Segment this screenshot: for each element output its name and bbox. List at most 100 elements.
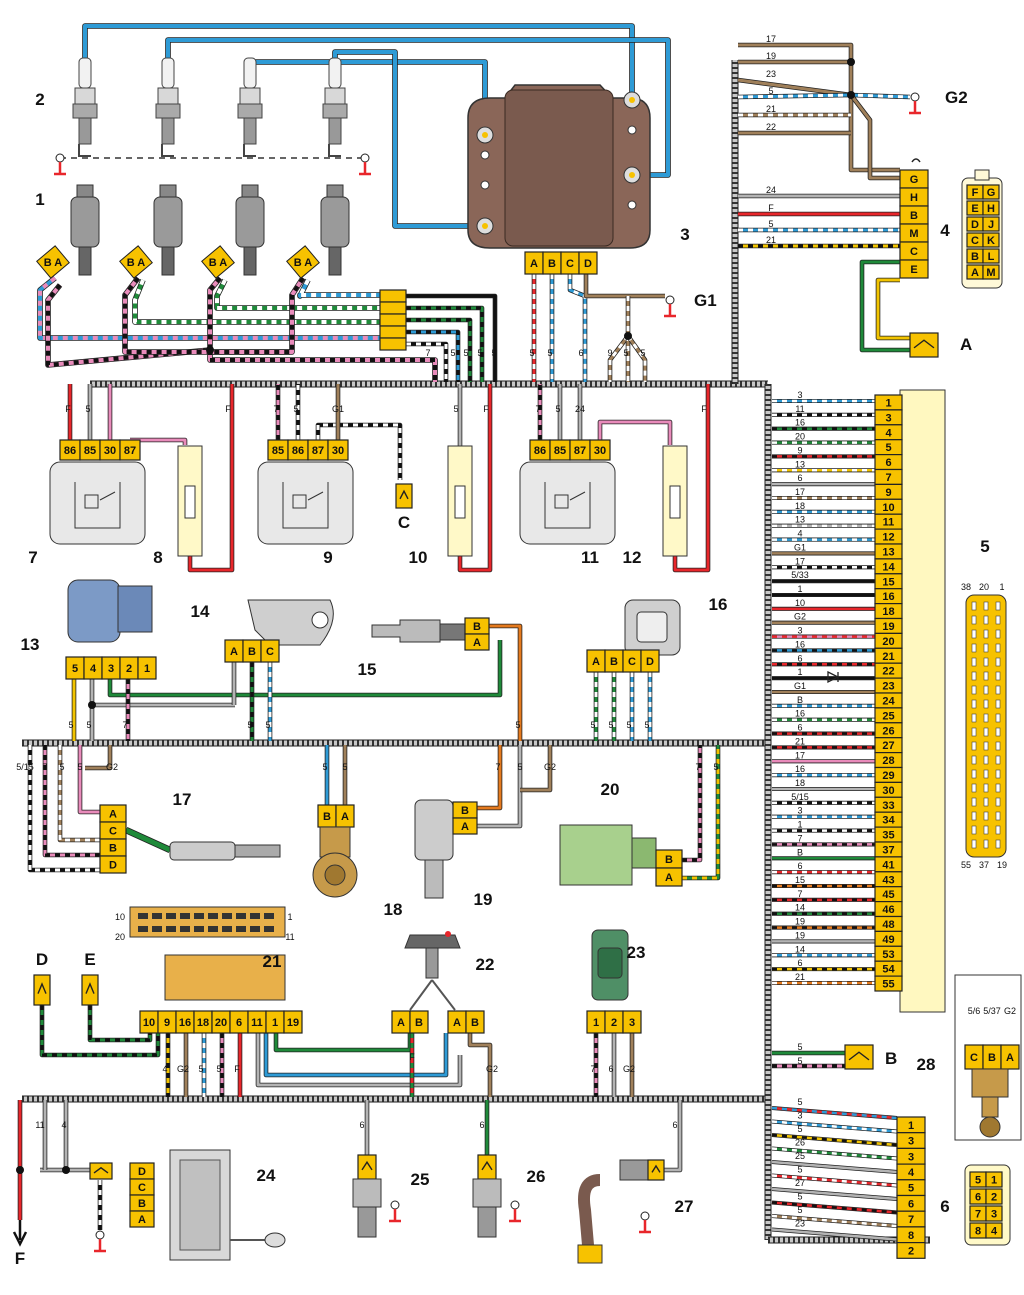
inj4-wire-stripe — [210, 276, 305, 354]
junction-dot — [624, 332, 632, 340]
ground-right-symbol — [359, 162, 371, 176]
inj4-wire-outline — [210, 276, 306, 355]
wire-label: 5/15 — [16, 762, 34, 772]
ecu-face-pin — [983, 685, 989, 695]
spark-plug-electrode — [78, 144, 91, 157]
inj-junction-0 — [379, 289, 407, 303]
sensor-28-body — [971, 1068, 1009, 1098]
ecu-face-pin — [971, 713, 977, 723]
component-number-21: 21 — [263, 952, 282, 971]
conn6-face-pin-label: 4 — [991, 1226, 998, 1238]
ecu-pin-label: 30 — [882, 785, 894, 797]
conn6-pin-6-label: 7 — [908, 1214, 914, 1226]
ecu-face-pin — [983, 629, 989, 639]
wire-label: F — [409, 1052, 415, 1062]
maf-sensor — [67, 579, 121, 643]
speed-pin-a-1-label: B — [415, 1017, 423, 1029]
junction-dot — [847, 58, 855, 66]
ecu-pin-label: 41 — [882, 859, 894, 871]
component-number-28: 28 — [917, 1055, 936, 1074]
maf-pin-1-label: 4 — [90, 663, 97, 675]
relay-7-pin-2-label: 30 — [104, 445, 116, 457]
diag-face-label: 20 — [115, 932, 125, 942]
sensor-26-connector-chevron — [481, 1160, 493, 1171]
sensor-15-pin-1-label: A — [473, 637, 481, 649]
wire-label: 11 — [795, 404, 804, 414]
junction-dot — [16, 1166, 24, 1174]
wire-label: B — [797, 847, 803, 857]
canister-valve — [559, 824, 633, 886]
sensor-15-pin-1 — [464, 633, 490, 651]
wire-label: F — [234, 1064, 240, 1074]
ecu-face-pin — [971, 685, 977, 695]
junction-dot — [847, 91, 855, 99]
c4-g-feed — [849, 94, 900, 180]
conn6-wire-4 — [771, 1160, 898, 1174]
sensor-27-connector-chevron — [651, 1164, 661, 1173]
component-number-14: 14 — [191, 602, 210, 621]
ecu-pin-label: 12 — [882, 532, 894, 544]
wire-label: 19 — [795, 930, 805, 940]
o2-w-a-outline — [27, 745, 100, 873]
spark-plug-ribs — [239, 87, 261, 105]
injector-connector-label: B A — [209, 257, 228, 269]
o2-w-a — [28, 745, 100, 872]
spark-plug-insulator — [161, 57, 175, 89]
inj4-wire — [210, 276, 305, 354]
wire-label: 7 — [122, 720, 127, 730]
ecu-face-bottom: 55 — [961, 860, 971, 870]
conn6-wire-3-stripe — [771, 1147, 898, 1160]
ecu-face-pin — [971, 811, 977, 821]
ecu-face-pin — [971, 741, 977, 751]
maf-pin-3-label: 2 — [126, 663, 132, 675]
component-number-24: 24 — [257, 1166, 276, 1185]
ground-G1-symbol — [664, 304, 676, 318]
ecu-face-pin — [995, 657, 1001, 667]
ecu-body — [899, 389, 946, 1013]
ecu-face-pin — [971, 727, 977, 737]
connector4-pin-5 — [899, 259, 929, 279]
ecu-pin-label: 11 — [883, 517, 895, 529]
sensor-26-thread — [477, 1206, 497, 1238]
spark-plug-insulator — [328, 57, 342, 89]
wire-label: G1 — [332, 404, 344, 414]
ecu-pin-label: 7 — [885, 472, 891, 484]
ecu-pin-label: 16 — [882, 591, 894, 603]
wire-label: 15 — [795, 875, 805, 885]
ecu-pin-label: 23 — [882, 681, 894, 693]
ecu-pin-label: 9 — [885, 487, 891, 499]
ecu-face-pin — [971, 643, 977, 653]
diag-face-pin — [236, 913, 246, 919]
diag-face-pin — [166, 926, 176, 932]
wire-label: G2 — [544, 762, 556, 772]
connector-F-label: F — [15, 1249, 25, 1268]
crank-pin-1 — [452, 817, 478, 835]
idle-pin-3 — [640, 649, 660, 673]
ecu-face-pin — [983, 657, 989, 667]
component-number-3: 3 — [680, 225, 689, 244]
relay-7-pin-0-label: 86 — [64, 445, 76, 457]
ecu-face-pin — [983, 643, 989, 653]
c4-face-pin — [982, 184, 1000, 200]
wire-label: 5 — [626, 720, 631, 730]
injector-body — [70, 196, 100, 248]
component-number-10: 10 — [409, 548, 428, 567]
injector-connector — [36, 245, 70, 279]
sensor-27-pipe — [578, 1174, 601, 1246]
injector-connector-label: B A — [294, 257, 313, 269]
pump-pin-3 — [129, 1210, 155, 1228]
sensor-27-connector — [647, 1159, 665, 1181]
c4-face-pin — [982, 232, 1000, 248]
wire-label: 5 — [713, 762, 718, 772]
wire-label: 17 — [795, 556, 805, 566]
c4-face-pin-label: D — [971, 219, 979, 231]
conn6-face-pin-label: 8 — [975, 1226, 981, 1238]
diag-w-19 — [264, 1033, 448, 1077]
diag-pin-0-label: 10 — [143, 1017, 155, 1029]
injector-connector-label: B A — [44, 257, 63, 269]
crank-pin-0-label: B — [461, 805, 469, 817]
wire-label: 5/33 — [791, 570, 809, 580]
r11-30 — [598, 420, 672, 445]
wire-label: 4 — [797, 529, 802, 539]
ecu-pin-label: 48 — [882, 919, 894, 931]
